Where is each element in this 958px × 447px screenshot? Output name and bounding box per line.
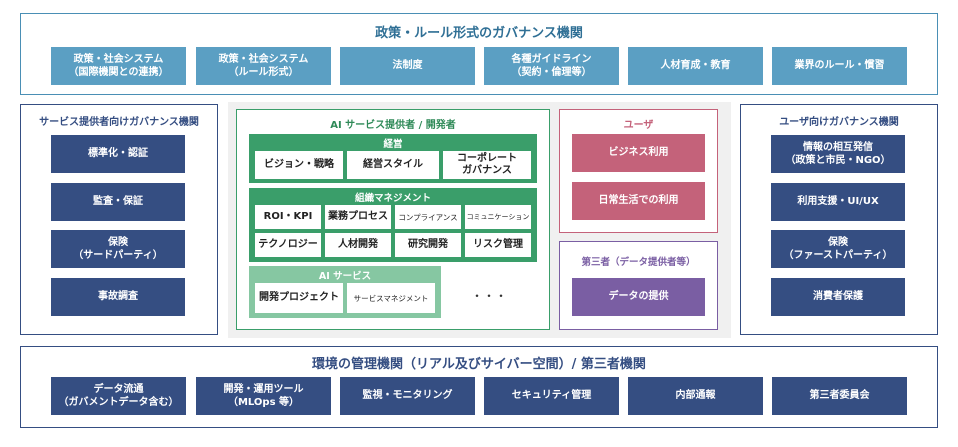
- provider-item-insurance: 保険 （サードパーティ）: [51, 230, 185, 268]
- org-roi-kpi: ROI・KPI: [255, 205, 321, 229]
- user-panel: ユーザ ビジネス利用 日常生活での利用: [559, 109, 718, 233]
- management-vision: ビジョン・戦略: [255, 151, 343, 179]
- policy-item-guidelines: 各種ガイドライン （契約・倫理等）: [484, 47, 619, 85]
- policy-item-law: 法制度: [340, 47, 475, 85]
- org-research: 研究開発: [395, 233, 461, 257]
- provider-governance-title: サービス提供者向けガバナンス機関: [39, 117, 199, 128]
- provider-item-standard: 標準化・認証: [51, 135, 185, 173]
- third-party-panel: 第三者（データ提供者等） データの提供: [559, 241, 718, 330]
- ai-provider-panel: AI サービス提供者 / 開発者 経営 ビジョン・戦略 経営スタイル コーポレー…: [236, 109, 550, 330]
- management-section: 経営 ビジョン・戦略 経営スタイル コーポレート ガバナンス: [249, 134, 537, 183]
- env-security: セキュリティ管理: [484, 377, 619, 415]
- org-technology: テクノロジー: [255, 233, 321, 257]
- ai-service-ellipsis: ・・・: [470, 289, 507, 303]
- organization-title: 組織マネジメント: [354, 193, 431, 204]
- ai-service-section: AI サービス 開発プロジェクト サービスマネジメント: [249, 266, 441, 318]
- env-monitoring: 監視・モニタリング: [340, 377, 475, 415]
- environment-governance-title: 環境の管理機関（リアル及びサイバー空間）/ 第三者機関: [312, 357, 646, 372]
- user-governance-panel: ユーザ向けガバナンス機関 情報の相互発信 （政策と市民・NGO） 利用支援・UI…: [740, 104, 938, 335]
- org-hr-development: 人材開発: [325, 233, 391, 257]
- ai-provider-title: AI サービス提供者 / 開発者: [330, 120, 456, 131]
- user-gov-consumer-protection: 消費者保護: [771, 278, 905, 316]
- user-daily-use: 日常生活での利用: [572, 182, 705, 220]
- user-title: ユーザ: [623, 120, 654, 131]
- ai-service-title: AI サービス: [318, 271, 372, 282]
- org-risk-management: リスク管理: [465, 233, 531, 257]
- provider-item-audit: 監査・保証: [51, 183, 185, 221]
- third-party-title: 第三者（データ提供者等）: [581, 257, 696, 268]
- ai-service-dev-project: 開発プロジェクト: [255, 283, 343, 313]
- env-data-distribution: データ流通 （ガバメントデータ含む）: [51, 377, 186, 415]
- provider-item-investigation: 事故調査: [51, 278, 185, 316]
- policy-item-education: 人材育成・教育: [628, 47, 763, 85]
- user-gov-insurance: 保険 （ファーストパーティ）: [771, 230, 905, 268]
- ai-service-management: サービスマネジメント: [347, 283, 435, 313]
- organization-section: 組織マネジメント ROI・KPI 業務プロセス コンプライアンス コミュニケーシ…: [249, 188, 537, 262]
- user-gov-ui-ux: 利用支援・UI/UX: [771, 183, 905, 221]
- user-gov-info-exchange: 情報の相互発信 （政策と市民・NGO）: [771, 135, 905, 173]
- policy-item-industry: 業界のルール・慣習: [772, 47, 907, 85]
- user-business-use: ビジネス利用: [572, 134, 705, 172]
- org-business-process: 業務プロセス: [325, 205, 391, 229]
- third-party-data-provision: データの提供: [572, 278, 705, 316]
- env-whistleblowing: 内部通報: [628, 377, 763, 415]
- policy-item-rules: 政策・社会システム （ルール形式）: [196, 47, 331, 85]
- policy-governance-panel: 政策・ルール形式のガバナンス機関 政策・社会システム （国際機関との連携） 政策…: [20, 13, 938, 95]
- management-corporate-governance: コーポレート ガバナンス: [443, 151, 531, 179]
- user-governance-title: ユーザ向けガバナンス機関: [779, 117, 899, 128]
- org-compliance: コンプライアンス: [395, 205, 461, 229]
- policy-governance-title: 政策・ルール形式のガバナンス機関: [375, 26, 583, 41]
- env-dev-ops-tools: 開発・運用ツール （MLOps 等）: [196, 377, 331, 415]
- org-communication: コミュニケーション: [465, 205, 531, 229]
- management-style: 経営スタイル: [347, 151, 439, 179]
- provider-governance-panel: サービス提供者向けガバナンス機関 標準化・認証 監査・保証 保険 （サードパーテ…: [20, 104, 218, 335]
- policy-item-international: 政策・社会システム （国際機関との連携）: [51, 47, 186, 85]
- management-title: 経営: [383, 139, 403, 150]
- env-third-party-committee: 第三者委員会: [772, 377, 907, 415]
- environment-governance-panel: 環境の管理機関（リアル及びサイバー空間）/ 第三者機関 データ流通 （ガバメント…: [20, 346, 938, 428]
